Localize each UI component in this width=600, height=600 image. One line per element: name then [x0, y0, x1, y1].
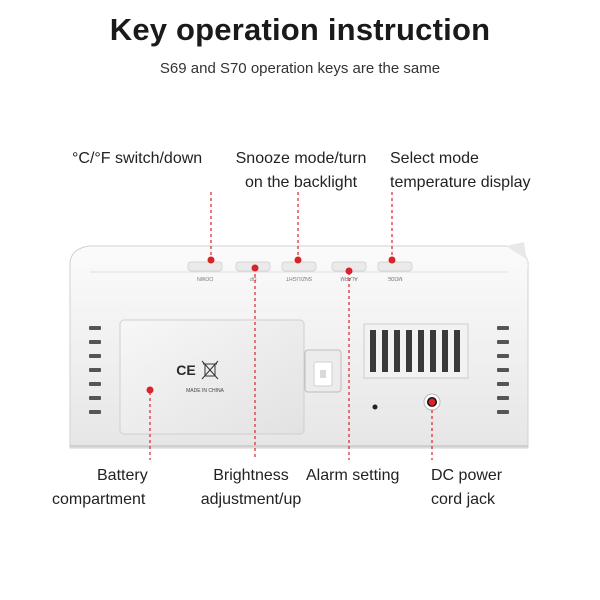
top-keys: DOWN UP SNZ/LIGHT ALARM MODE — [187, 261, 413, 281]
page-subtitle: S69 and S70 operation keys are the same — [159, 60, 441, 77]
reset-hole — [372, 404, 378, 410]
battery-cover[interactable]: CE MADE IN CHINA — [119, 319, 305, 435]
callout-lines — [149, 192, 433, 460]
callout-alarm: Alarm setting — [306, 467, 400, 484]
left-vents — [89, 326, 101, 414]
key-label-snooze: SNZ/LIGHT — [286, 275, 312, 281]
ce-mark: CE — [176, 362, 195, 378]
callout-celsius-switch: °C/°F switch/down — [72, 150, 203, 167]
key-mode[interactable] — [377, 261, 413, 272]
key-label-up: UP — [249, 275, 257, 281]
key-label-down: DOWN — [197, 275, 213, 281]
page-title: Key operation instruction — [109, 12, 491, 47]
callout-brightness: Brightness adjustment/up — [200, 467, 302, 508]
made-in-china-text: MADE IN CHINA — [186, 388, 224, 394]
callout-dots — [146, 256, 436, 406]
key-label-mode: MODE — [387, 275, 403, 281]
weee-bin-icon — [201, 360, 219, 380]
callout-snooze: Snooze mode/turn on the backlight — [235, 150, 367, 191]
callout-select-mode: Select mode temperature display — [390, 150, 531, 191]
key-down[interactable] — [187, 261, 223, 272]
stand-clip — [304, 349, 342, 393]
callout-battery: Battery compartment — [52, 467, 148, 508]
right-vents — [497, 326, 509, 414]
callout-dc-power: DC power cord jack — [431, 467, 503, 508]
speaker-grille — [363, 323, 469, 379]
